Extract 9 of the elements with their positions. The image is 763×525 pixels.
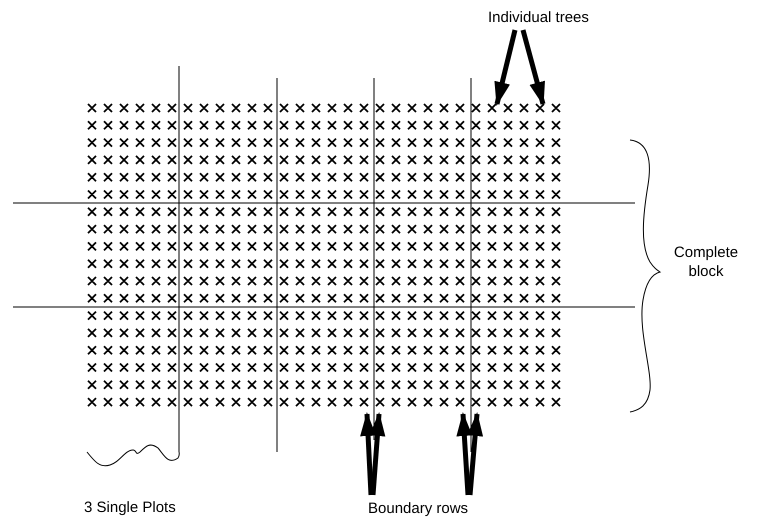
arrow (456, 412, 472, 496)
arrow (520, 29, 546, 106)
label-text: 3 Single Plots (84, 498, 177, 517)
arrow (467, 412, 484, 496)
arrow (494, 29, 518, 106)
label-text: Complete block (672, 243, 740, 281)
callout-text: Boundary rows (368, 499, 468, 518)
callout-text: Individual trees (488, 8, 589, 27)
arrow (369, 412, 386, 496)
